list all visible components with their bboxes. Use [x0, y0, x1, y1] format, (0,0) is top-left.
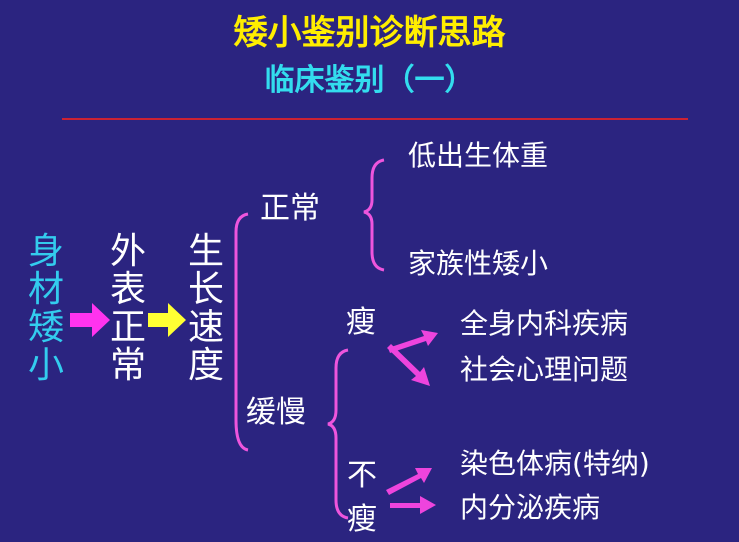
- leaf-psychosocial: 社会心理问题: [460, 353, 629, 386]
- leaf-low-birth-weight: 低出生体重: [408, 139, 549, 172]
- arrow-yellow-shape: [148, 303, 186, 337]
- branch-slow-label: 缓慢: [246, 395, 306, 430]
- branch-normal-label: 正常: [260, 191, 320, 226]
- arrow-notthin-2: [390, 496, 436, 514]
- arrow-notthin-1: [386, 468, 432, 495]
- brace-main-shape: [234, 212, 249, 452]
- arrow-magenta-shape: [70, 303, 110, 337]
- leaf-familial-short: 家族性矮小: [408, 247, 549, 280]
- branch-thin-label: 瘦: [346, 305, 376, 340]
- node-short-stature: 身材矮小: [27, 231, 64, 386]
- brace-slow-shape: [327, 348, 349, 520]
- leaf-endocrine: 内分泌疾病: [460, 491, 601, 524]
- page-subtitle: 临床鉴别（一）: [264, 63, 475, 98]
- leaf-systemic-disease: 全身内科疾病: [460, 307, 629, 340]
- leaf-chromosomal: 染色体病(特纳): [460, 447, 650, 480]
- node-growth-speed: 生长速度: [187, 231, 224, 386]
- brace-normal-shape: [363, 158, 385, 272]
- arrow-thin-2: [387, 344, 430, 386]
- node-normal-appearance: 外表正常: [109, 231, 146, 386]
- page-title: 矮小鉴别诊断思路: [233, 13, 506, 53]
- branch-not-thin-label: 不瘦: [347, 458, 377, 537]
- arrow-thin-1: [388, 330, 438, 353]
